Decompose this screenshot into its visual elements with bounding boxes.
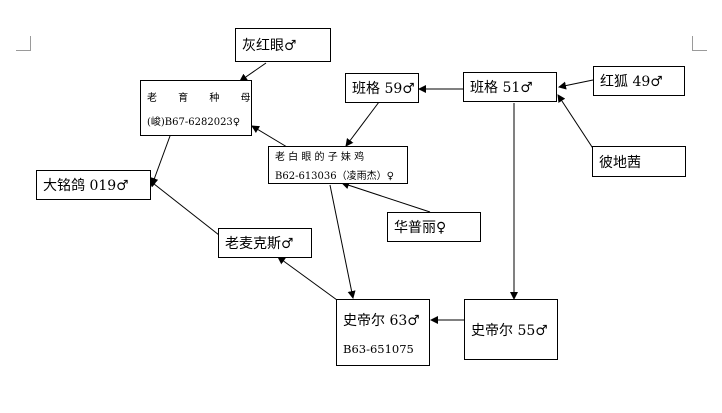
node-label: 史帝尔 63♂ (343, 312, 420, 329)
node-title: 老 白 眼 的 子 妹 鸡 (275, 152, 365, 163)
node-grey-red-eye: 灰红眼♂ (235, 28, 331, 62)
page-corner-marker-top-left (16, 36, 31, 51)
node-ring-number: (峻)B67-6282023♀ (147, 116, 241, 128)
node-label: 彼地茜 (599, 154, 641, 171)
arrow-bidiqian-to-banger51 (557, 94, 597, 154)
node-title: 老 育 种 母 (147, 92, 260, 104)
node-stier-55: 史帝尔 55♂ (464, 299, 558, 360)
arrow-laomaikesi-to-bigming (148, 179, 220, 236)
arrow-huapuli-to-olddaughter (341, 181, 431, 213)
node-old-white-eye-daughter: 老 白 眼 的 子 妹 鸡 B62-613036（凌雨杰）♀ (268, 146, 408, 184)
node-label: 班格 51♂ (470, 80, 533, 96)
arrow-stier63-to-laomaikesi (277, 256, 338, 301)
node-label: 史帝尔 55♂ (471, 322, 548, 339)
node-big-ming-pigeon: 大铭鸽 019♂ (36, 170, 151, 200)
node-label: 大铭鸽 019♂ (43, 178, 129, 194)
node-lao-maikesi: 老麦克斯♂ (218, 228, 312, 258)
node-label: 红狐 49♂ (600, 74, 663, 90)
node-label: 灰红眼♂ (242, 38, 297, 54)
node-ring-number: B63-651075 (343, 341, 414, 356)
page-corner-marker-top-right (692, 36, 707, 51)
node-label: 老麦克斯♂ (225, 236, 294, 252)
node-bidiqian: 彼地茜 (592, 146, 686, 177)
arrow-redfox-to-banger51 (558, 79, 594, 90)
arrow-olddaughter-to-stier63 (329, 184, 356, 299)
node-banger-59: 班格 59♂ (345, 73, 419, 103)
node-red-fox-49: 红狐 49♂ (593, 66, 685, 96)
node-ring-number: B62-613036（凌雨杰）♀ (275, 171, 394, 182)
node-banger-51: 班格 51♂ (463, 72, 557, 102)
node-stier-63: 史帝尔 63♂ B63-651075 (336, 299, 430, 366)
arrow-greyredeye-to-oldhen (239, 62, 267, 82)
node-huapuli: 华普丽♀ (387, 212, 481, 242)
node-label: 华普丽♀ (394, 220, 447, 236)
node-label: 班格 59♂ (352, 81, 415, 97)
node-old-breeding-hen: 老 育 种 母 (峻)B67-6282023♀ (140, 80, 252, 136)
arrow-olddaughter-to-oldhen (251, 125, 288, 148)
arrow-oldhen-to-bigming (150, 135, 171, 186)
arrow-banger59-to-olddaughter (345, 101, 380, 147)
